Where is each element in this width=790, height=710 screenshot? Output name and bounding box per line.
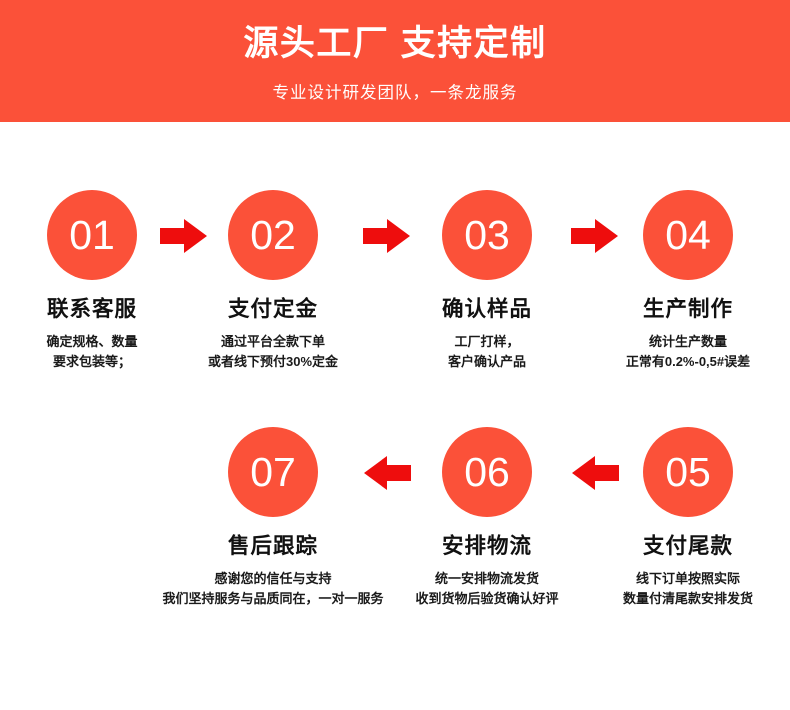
flow-step-01[interactable]: 01 联系客服 确定规格、数量 要求包装等； bbox=[0, 190, 192, 372]
step-title-05: 支付尾款 bbox=[642, 534, 733, 558]
flow-step-03[interactable]: 03 确认样品 工厂打样， 客户确认产品 bbox=[387, 190, 587, 372]
flow-step-05[interactable]: 05 支付尾款 线下订单按照实际 数量付清尾款安排发货 bbox=[588, 427, 788, 609]
step-title-04: 生产制作 bbox=[642, 297, 733, 321]
step-description-01: 确定规格、数量 要求包装等； bbox=[46, 333, 138, 369]
step-description-06: 统一安排物流发货 收到货物后验货确认好评 bbox=[415, 570, 559, 606]
flow-step-04[interactable]: 04 生产制作 统计生产数量 正常有0.2%-0,5#误差 bbox=[588, 190, 788, 372]
promo-banner: 源头工厂 支持定制 专业设计研发团队，一条龙服务 bbox=[0, 0, 790, 122]
step-description-02: 通过平台全款下单 或者线下预付30%定金 bbox=[207, 333, 339, 369]
step-description-03: 工厂打样， 客户确认产品 bbox=[447, 333, 526, 369]
step-number-badge-06: 06 bbox=[442, 427, 532, 517]
flow-step-06[interactable]: 06 安排物流 统一安排物流发货 收到货物后验货确认好评 bbox=[387, 427, 587, 609]
flow-arrow-right-1 bbox=[160, 216, 208, 256]
step-number-badge-05: 05 bbox=[643, 427, 733, 517]
flow-arrow-left-1 bbox=[363, 453, 411, 493]
step-title-01: 联系客服 bbox=[46, 297, 137, 321]
step-number-badge-03: 03 bbox=[442, 190, 532, 280]
banner-title: 源头工厂 支持定制 bbox=[243, 24, 547, 63]
flow-arrow-right-3 bbox=[571, 216, 619, 256]
step-number-badge-01: 01 bbox=[47, 190, 137, 280]
step-description-07: 感谢您的信任与支持 我们坚持服务与品质同在，一对一服务 bbox=[162, 570, 384, 606]
step-number-badge-02: 02 bbox=[228, 190, 318, 280]
flow-step-07[interactable]: 07 售后跟踪 感谢您的信任与支持 我们坚持服务与品质同在，一对一服务 bbox=[162, 427, 384, 609]
step-title-07: 售后跟踪 bbox=[227, 534, 318, 558]
flow-arrow-left-2 bbox=[571, 453, 619, 493]
step-title-06: 安排物流 bbox=[441, 534, 532, 558]
step-title-03: 确认样品 bbox=[441, 297, 532, 321]
flow-step-02[interactable]: 02 支付定金 通过平台全款下单 或者线下预付30%定金 bbox=[173, 190, 373, 372]
step-description-05: 线下订单按照实际 数量付清尾款安排发货 bbox=[622, 570, 753, 606]
flow-arrow-right-2 bbox=[363, 216, 411, 256]
step-title-02: 支付定金 bbox=[227, 297, 318, 321]
step-description-04: 统计生产数量 正常有0.2%-0,5#误差 bbox=[625, 333, 751, 369]
step-number-badge-07: 07 bbox=[228, 427, 318, 517]
step-number-badge-04: 04 bbox=[643, 190, 733, 280]
process-flow-diagram: 01 联系客服 确定规格、数量 要求包装等； 02 支付定金 通过平台全款下单 … bbox=[0, 122, 790, 710]
banner-subtitle: 专业设计研发团队，一条龙服务 bbox=[272, 83, 518, 102]
